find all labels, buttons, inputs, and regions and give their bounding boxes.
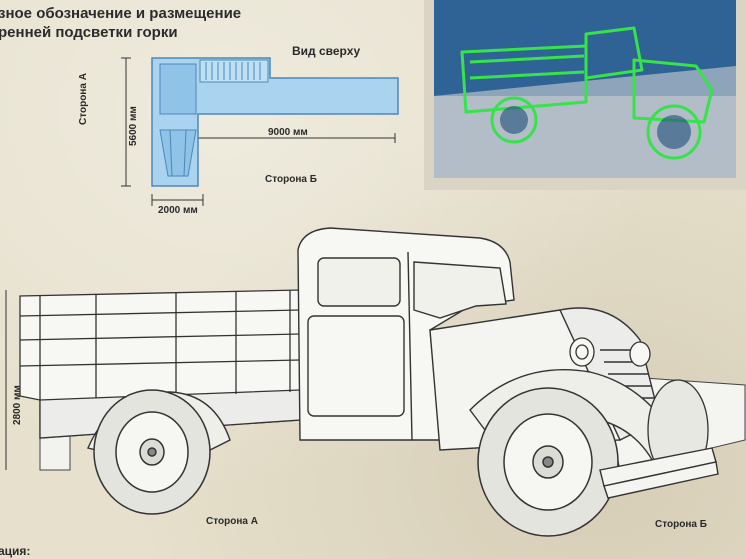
neon-render-image [434,0,736,178]
render-stamp [424,0,746,190]
length-dimension-label: 9000 мм [268,127,308,138]
page-title: зное обозначение и размещение ренней под… [0,4,241,42]
rear-wheel [93,389,211,515]
title-line-2: ренней подсветки горки [0,24,178,41]
bottom-side-a-label: Сторона А [206,516,258,527]
front-bumper [599,447,719,499]
truck-cab [297,227,515,441]
footer-caption: ация: [0,544,31,558]
width-dimension-label: 2000 мм [158,205,198,216]
headlights [569,337,651,367]
top-side-b-label: Сторона Б [265,174,317,185]
slide-plan-shape [151,57,399,187]
neon-truck-render [434,0,736,178]
title-line-1: зное обозначение и размещение [0,5,242,22]
front-wheel [477,387,619,537]
truck-height-label: 2800 мм [12,385,23,425]
bottom-side-b-label: Сторона Б [655,519,707,530]
top-view-label: Вид сверху [292,44,361,58]
